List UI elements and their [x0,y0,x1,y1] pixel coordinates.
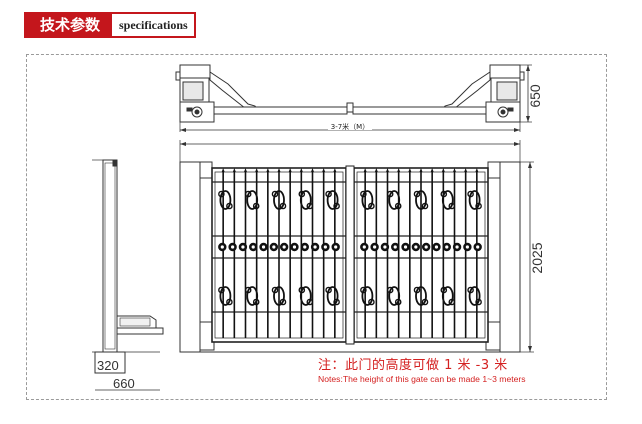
top-depth-label: 650 [527,84,543,108]
right-pillar [499,161,521,353]
right-gate-leaf [353,167,489,343]
side-view [92,159,164,391]
gate-height-label: 2025 [529,242,545,273]
opening-width-label: 3-7米（M） [331,122,369,131]
drawing-frame [26,54,607,400]
height-dimension [520,161,534,353]
note-english: Notes:The height of this gate can be mad… [318,374,526,384]
left-motor-top [175,64,259,123]
dim-label-bg [328,120,372,130]
post-width-label: 660 [113,376,135,391]
motor-height-label: 320 [97,358,119,373]
spec-title-en: specifications [112,14,194,36]
spec-title-cn: 技术参数 [26,14,113,36]
top-view [175,64,532,132]
note-chinese: 注：此门的高度可做 1 米 -3 米 [318,358,508,373]
spec-header: 技术参数 specifications [24,12,196,38]
left-gate-leaf [211,167,347,343]
front-view [179,140,521,353]
center-post [345,165,355,345]
gate-leaves [211,165,489,345]
left-pillar [179,161,201,353]
